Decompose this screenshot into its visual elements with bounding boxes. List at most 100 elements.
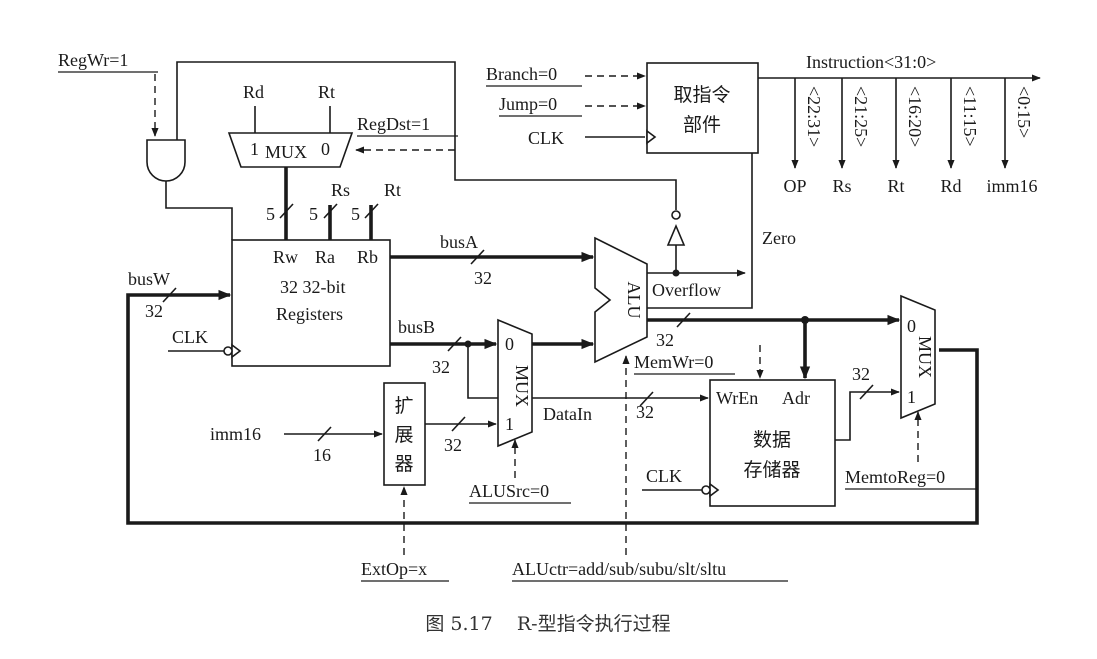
memwr-label: MemWr=0 bbox=[634, 352, 713, 372]
busw-width-slash bbox=[162, 287, 177, 303]
ifu-clk-label: CLK bbox=[528, 128, 564, 148]
busa-width: 32 bbox=[474, 268, 492, 288]
field-imm-name: imm16 bbox=[986, 176, 1037, 196]
register-file: Rw Ra Rb 32 32-bit Registers CLK bbox=[168, 239, 391, 367]
alusrc-mux: MUX 0 1 bbox=[497, 318, 533, 448]
figure-caption: 图 5.17 R-型指令执行过程 bbox=[425, 613, 670, 635]
branch-label: Branch=0 bbox=[486, 64, 557, 84]
regdst-mux-in0: 0 bbox=[321, 139, 330, 159]
regwr-control: RegWr=1 bbox=[58, 50, 159, 137]
and-to-regfile-wire bbox=[165, 181, 233, 240]
data-memory: WrEn Adr 数据 存储器 CLK bbox=[642, 379, 836, 507]
aluctr-control: ALUctr=add/sub/subu/slt/sltu bbox=[512, 355, 788, 582]
instruction-label: Instruction<31:0> bbox=[806, 52, 936, 72]
alusrc-control: ALUSrc=0 bbox=[469, 439, 571, 504]
mem-out-width: 32 bbox=[852, 364, 870, 384]
overflow-feedback-wire bbox=[176, 61, 677, 210]
memtoreg-mux-in0: 0 bbox=[907, 316, 916, 336]
extender-char3: 器 bbox=[394, 453, 413, 475]
memtoreg-mux-in1: 1 bbox=[907, 387, 916, 407]
regfile-line1: 32 32-bit bbox=[280, 277, 346, 297]
busw-width: 32 bbox=[145, 301, 163, 321]
ext-out-width: 32 bbox=[444, 435, 462, 455]
extop-control: ExtOp=x bbox=[361, 486, 449, 582]
alusrc-label: ALUSrc=0 bbox=[469, 481, 549, 501]
field-op-name: OP bbox=[783, 176, 806, 196]
memtoreg-mux: MUX 0 1 bbox=[900, 294, 936, 420]
regdst-mux: MUX 1 0 Rd Rt bbox=[227, 82, 354, 168]
regdst-mux-label: MUX bbox=[265, 142, 307, 162]
busb-label: busB bbox=[398, 317, 435, 337]
field-imm-bits: <0:15> bbox=[1014, 86, 1034, 138]
regdst-mux-body bbox=[227, 132, 354, 168]
extender-char1: 扩 bbox=[394, 395, 413, 417]
ifu-clk-triangle bbox=[646, 129, 657, 145]
field-op-bits: <22:31> bbox=[804, 86, 824, 147]
busb-width: 32 bbox=[432, 357, 450, 377]
regwr-label: RegWr=1 bbox=[58, 50, 128, 70]
alusrc-mux-label: MUX bbox=[512, 365, 532, 407]
extop-label: ExtOp=x bbox=[361, 559, 427, 579]
ifu: 取指令 部件 CLK bbox=[528, 62, 759, 154]
ra-width: 5 bbox=[309, 204, 318, 224]
rb-width: 5 bbox=[351, 204, 360, 224]
and-gate bbox=[146, 139, 186, 182]
alu-body bbox=[594, 236, 648, 364]
zero-label: Zero bbox=[762, 228, 796, 248]
mem-out-wire bbox=[835, 388, 900, 441]
ifu-line1: 取指令 bbox=[673, 84, 730, 106]
memwr-control: MemWr=0 bbox=[634, 345, 764, 379]
field-rd-name: Rd bbox=[940, 176, 961, 196]
imm16-label: imm16 bbox=[210, 424, 261, 444]
jump-control: Jump=0 bbox=[499, 94, 646, 117]
datamem-line1: 数据 bbox=[753, 429, 791, 451]
jump-label: Jump=0 bbox=[499, 94, 557, 114]
datain-label: DataIn bbox=[543, 404, 592, 424]
busa-label: busA bbox=[440, 232, 478, 252]
datamem-wren: WrEn bbox=[716, 388, 758, 408]
instruction-fields: <22:31> <21:25> <16:20> <11:15> <0:15> O… bbox=[783, 78, 1038, 196]
regfile-clk-bubble bbox=[223, 346, 233, 356]
field-rs-name: Rs bbox=[832, 176, 851, 196]
busa-width-slash bbox=[470, 249, 485, 265]
extender-char2: 展 bbox=[394, 424, 413, 446]
regdst-rt-label: Rt bbox=[318, 82, 335, 102]
rs-input-label: Rs bbox=[331, 180, 350, 200]
alusrc-mux-in0: 0 bbox=[505, 334, 514, 354]
field-rs-bits: <21:25> bbox=[851, 86, 871, 147]
datamem-body bbox=[709, 379, 836, 507]
not-gate-bubble bbox=[671, 210, 681, 220]
alu-label: ALU bbox=[624, 282, 644, 319]
not-gate bbox=[666, 223, 686, 246]
ra-width-slash bbox=[323, 203, 338, 219]
alusrc-mux-body bbox=[497, 318, 533, 448]
datamem-clk-bubble bbox=[701, 485, 711, 495]
extender-body bbox=[383, 382, 426, 486]
busb-width-slash bbox=[447, 336, 462, 352]
field-rt-bits: <16:20> bbox=[905, 86, 925, 147]
rb-width-slash bbox=[364, 203, 379, 219]
ifu-body bbox=[646, 62, 759, 154]
ifu-line2: 部件 bbox=[683, 114, 721, 136]
busw-label: busW bbox=[128, 269, 170, 289]
regfile-rb: Rb bbox=[357, 247, 378, 267]
branch-control: Branch=0 bbox=[486, 64, 646, 87]
datain-wire bbox=[467, 344, 709, 402]
regdst-rd-label: Rd bbox=[243, 82, 264, 102]
alu-result-width: 32 bbox=[656, 330, 674, 350]
overflow-label: Overflow bbox=[652, 280, 721, 300]
regfile-clk-label: CLK bbox=[172, 327, 208, 347]
field-rt-name: Rt bbox=[887, 176, 904, 196]
rw-width-slash bbox=[279, 203, 294, 219]
imm16-width-slash bbox=[317, 426, 332, 442]
field-rd-bits: <11:15> bbox=[960, 86, 980, 147]
alu: ALU bbox=[594, 236, 648, 364]
regfile-body bbox=[231, 239, 391, 367]
memtoreg-mux-body bbox=[900, 294, 936, 420]
aluctr-label: ALUctr=add/sub/subu/slt/sltu bbox=[512, 559, 726, 579]
datain-width: 32 bbox=[636, 402, 654, 422]
datamem-adr: Adr bbox=[782, 388, 810, 408]
regfile-ra: Ra bbox=[315, 247, 335, 267]
